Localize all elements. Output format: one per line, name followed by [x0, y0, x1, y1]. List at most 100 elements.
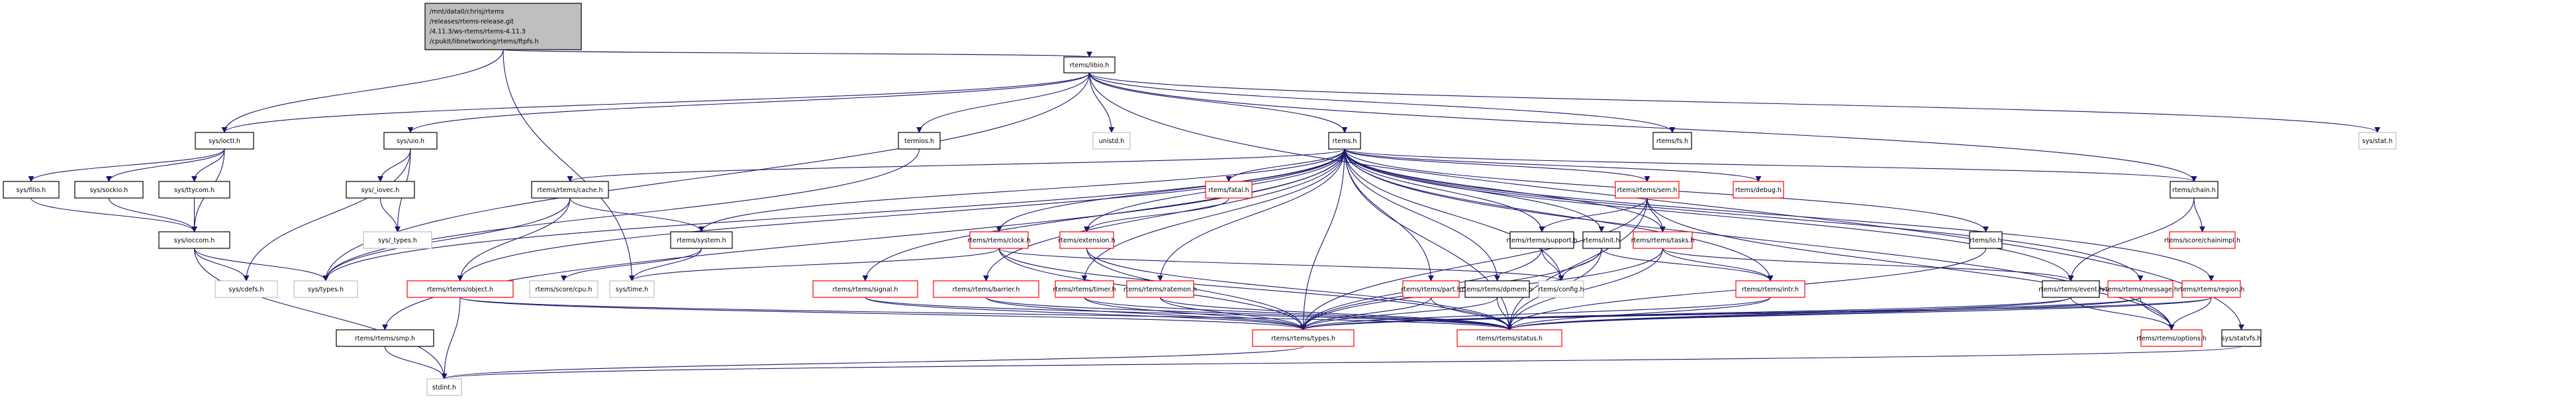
node-box[interactable]: [426, 378, 462, 396]
node-init[interactable]: rtems/init.h: [1582, 231, 1621, 249]
node-stdint[interactable]: stdint.h: [426, 378, 462, 396]
node-time[interactable]: sys/time.h: [609, 280, 655, 298]
node-box[interactable]: [158, 231, 230, 249]
node-box[interactable]: [1509, 231, 1574, 249]
node-box[interactable]: [1092, 132, 1131, 150]
node-io[interactable]: rtems/io.h: [1969, 231, 2003, 249]
node-fs[interactable]: rtems/fs.h: [1652, 132, 1692, 150]
node-ttycom[interactable]: sys/ttycom.h: [158, 181, 230, 199]
node-box[interactable]: [1059, 231, 1114, 249]
node-box[interactable]: [406, 280, 514, 298]
node-support[interactable]: rtems/rtems/support.h: [1506, 231, 1578, 249]
node-box[interactable]: [2221, 329, 2262, 347]
node-box[interactable]: [215, 280, 278, 298]
node-config[interactable]: rtems/config.h: [1538, 280, 1584, 298]
node-box[interactable]: [529, 280, 598, 298]
node-chainimpl[interactable]: rtems/score/chainimpl.h: [2164, 231, 2240, 249]
node-box[interactable]: [969, 231, 1029, 249]
node-box[interactable]: [1733, 181, 1784, 199]
node-box[interactable]: [1205, 181, 1253, 199]
node-region[interactable]: rtems/rtems/region.h: [2178, 280, 2245, 298]
node-system[interactable]: rtems/system.h: [670, 231, 733, 249]
node-ioctl[interactable]: sys/ioctl.h: [195, 132, 254, 150]
node-box[interactable]: [2181, 280, 2241, 298]
node-box[interactable]: [1538, 280, 1584, 298]
node-part[interactable]: rtems/rtems/part.h: [1401, 280, 1461, 298]
node-box[interactable]: [1126, 280, 1194, 298]
node-box[interactable]: [2358, 132, 2397, 150]
node-box[interactable]: [293, 280, 358, 298]
node-box[interactable]: [1615, 181, 1680, 199]
node-box[interactable]: [2170, 181, 2218, 199]
node-box[interactable]: [1402, 280, 1460, 298]
node-libio[interactable]: rtems/libio.h: [1063, 56, 1116, 74]
node-debug[interactable]: rtems/debug.h: [1733, 181, 1784, 199]
node-smp[interactable]: rtems/rtems/smp.h: [336, 329, 434, 347]
node-box[interactable]: [1063, 56, 1116, 74]
node-object[interactable]: rtems/rtems/object.h: [406, 280, 514, 298]
node-box[interactable]: [1735, 280, 1805, 298]
node-box[interactable]: [2140, 329, 2203, 347]
node-uio[interactable]: sys/uio.h: [383, 132, 438, 150]
node-chain[interactable]: rtems/chain.h: [2170, 181, 2218, 199]
node-box[interactable]: [898, 132, 941, 150]
node-signal[interactable]: rtems/rtems/signal.h: [812, 280, 918, 298]
node-fatal[interactable]: rtems/fatal.h: [1205, 181, 1253, 199]
node-box[interactable]: [1582, 231, 1621, 249]
node-ratemon[interactable]: rtems/rtems/ratemon.h: [1123, 280, 1197, 298]
node-rtemsh[interactable]: rtems.h: [1328, 132, 1361, 150]
node-box[interactable]: [1969, 231, 2003, 249]
node-box[interactable]: [670, 231, 733, 249]
node-event[interactable]: rtems/rtems/event.h: [2038, 280, 2103, 298]
node-box[interactable]: [74, 181, 144, 199]
node-unistd[interactable]: unistd.h: [1092, 132, 1131, 150]
node-cdefs[interactable]: sys/cdefs.h: [215, 280, 278, 298]
node-options[interactable]: rtems/rtems/options.h: [2136, 329, 2207, 347]
node-tasks[interactable]: rtems/rtems/tasks.h: [1631, 231, 1695, 249]
node-box[interactable]: [2107, 280, 2173, 298]
node-status[interactable]: rtems/rtems/status.h: [1456, 329, 1562, 347]
node-box[interactable]: [1328, 132, 1361, 150]
node-box[interactable]: [531, 181, 609, 199]
node-cache[interactable]: rtems/rtems/cache.h: [531, 181, 609, 199]
node-ioccom[interactable]: sys/ioccom.h: [158, 231, 230, 249]
node-systypes[interactable]: sys/types.h: [293, 280, 358, 298]
node-statvfs[interactable]: sys/statvfs.h: [2221, 329, 2262, 347]
node-stat[interactable]: sys/stat.h: [2358, 132, 2397, 150]
node-barrier[interactable]: rtems/rtems/barrier.h: [933, 280, 1039, 298]
node-extension[interactable]: rtems/extension.h: [1058, 231, 1116, 249]
root-node-box[interactable]: [424, 3, 582, 50]
node-box[interactable]: [383, 132, 438, 150]
node-box[interactable]: [1252, 329, 1355, 347]
node-_types[interactable]: sys/_types.h: [363, 231, 432, 249]
node-timer[interactable]: rtems/rtems/timer.h: [1053, 280, 1116, 298]
node-box[interactable]: [609, 280, 655, 298]
node-rtypes[interactable]: rtems/rtems/types.h: [1252, 329, 1355, 347]
node-box[interactable]: [195, 132, 254, 150]
root-node[interactable]: /mnt/data0/chrisj/rtems /releases/rtems-…: [424, 3, 582, 50]
node-box[interactable]: [933, 280, 1039, 298]
node-dpmem[interactable]: rtems/rtems/dpmem.h: [1462, 280, 1533, 298]
node-clock[interactable]: rtems/rtems/clock.h: [967, 231, 1031, 249]
node-box[interactable]: [346, 181, 415, 199]
node-iovec[interactable]: sys/_iovec.h: [346, 181, 415, 199]
node-termios[interactable]: termios.h: [898, 132, 941, 150]
node-box[interactable]: [1055, 280, 1114, 298]
node-sem[interactable]: rtems/rtems/sem.h: [1615, 181, 1680, 199]
node-sockio[interactable]: sys/sockio.h: [74, 181, 144, 199]
node-box[interactable]: [363, 231, 432, 249]
node-box[interactable]: [2042, 280, 2100, 298]
node-box[interactable]: [2169, 231, 2236, 249]
node-box[interactable]: [1633, 231, 1693, 249]
node-box[interactable]: [336, 329, 434, 347]
node-box[interactable]: [1456, 329, 1562, 347]
node-intr[interactable]: rtems/rtems/intr.h: [1735, 280, 1805, 298]
node-box[interactable]: [1464, 280, 1530, 298]
node-filio[interactable]: sys/filio.h: [3, 181, 60, 199]
node-box[interactable]: [158, 181, 230, 199]
node-message[interactable]: rtems/rtems/message.h: [2103, 280, 2178, 298]
node-box[interactable]: [1652, 132, 1692, 150]
node-cpu[interactable]: rtems/score/cpu.h: [529, 280, 598, 298]
node-box[interactable]: [812, 280, 918, 298]
node-box[interactable]: [3, 181, 60, 199]
